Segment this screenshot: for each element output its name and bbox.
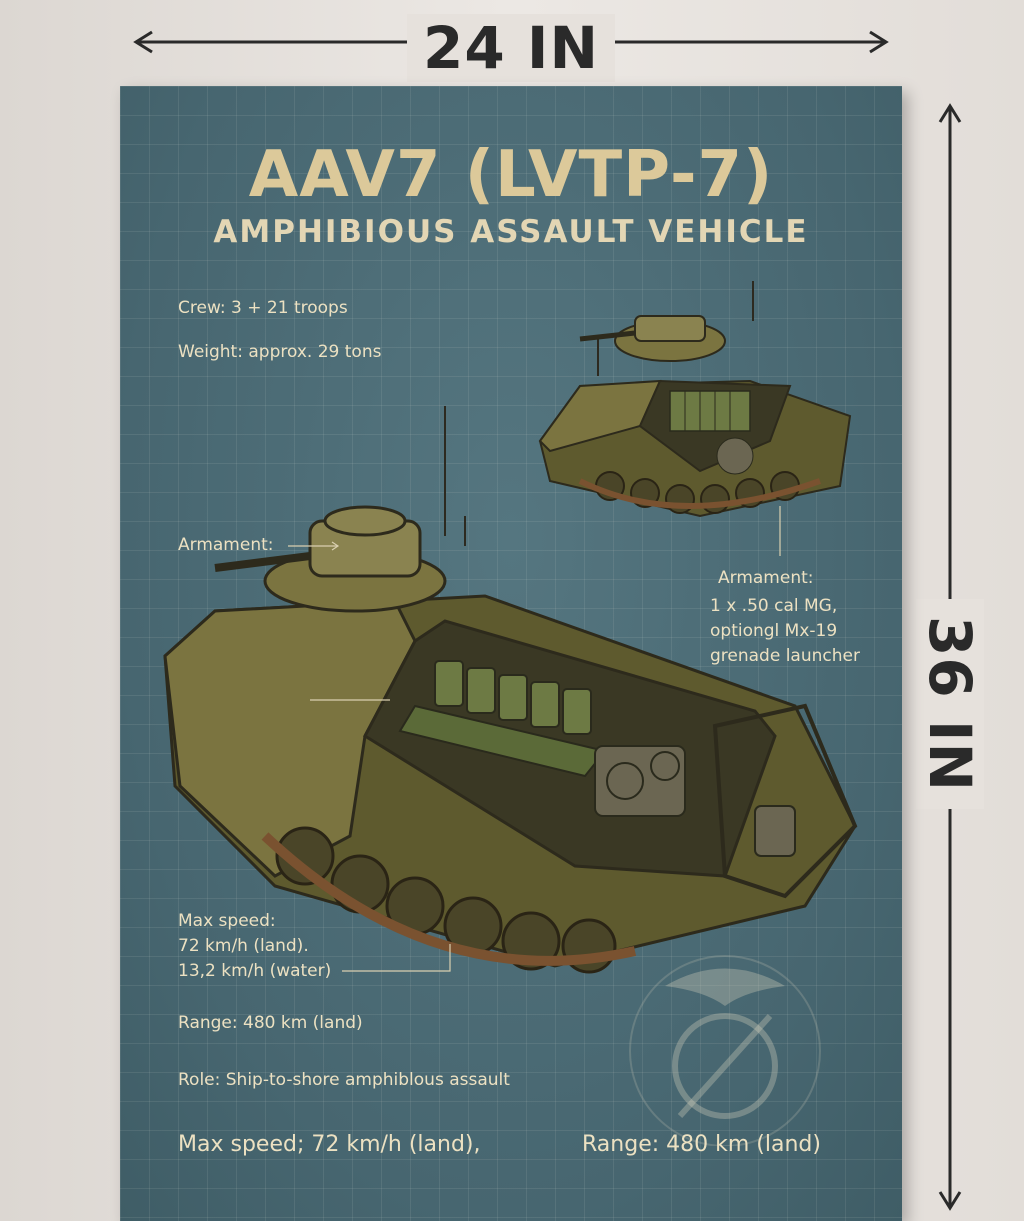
armament-right-line1: 1 x .50 cal MG, — [710, 596, 838, 616]
height-label: 36 IN — [916, 599, 984, 809]
footer-max-speed: Max speed; 72 km/h (land), — [178, 1132, 481, 1157]
width-dimension-marker: 24 IN — [130, 10, 892, 82]
armament-left-label: Armament: — [178, 535, 274, 555]
role-spec: Role: Ship-to-shore amphiblous assault — [178, 1070, 510, 1090]
large-vehicle-illustration — [163, 406, 858, 974]
armament-right-line2: optiongl Mx-19 — [710, 621, 838, 641]
small-vehicle-illustration — [538, 281, 852, 518]
poster: AAV7 (LVTP-7) AMPHIBIOUS ASSAULT VEHICLE — [120, 86, 902, 1221]
armament-right-line3: grenade launcher — [710, 646, 860, 666]
poster-subtitle: AMPHIBIOUS ASSAULT VEHICLE — [213, 214, 809, 250]
max-speed-land: 72 km/h (land). — [178, 936, 309, 956]
footer-range: Range: 480 km (land) — [582, 1132, 821, 1157]
range-spec: Range: 480 km (land) — [178, 1013, 363, 1033]
height-dimension-marker: 36 IN — [910, 100, 990, 1215]
max-speed-label: Max speed: — [178, 911, 276, 931]
annotation-leaders — [288, 506, 781, 972]
emblem-logo — [629, 955, 821, 1146]
weight-spec: Weight: approx. 29 tons — [178, 342, 382, 362]
max-speed-water: 13,2 km/h (water) — [178, 961, 332, 981]
armament-right-label: Armament: — [718, 568, 814, 588]
poster-title: AAV7 (LVTP-7) — [248, 138, 774, 212]
width-label: 24 IN — [406, 14, 616, 82]
crew-spec: Crew: 3 + 21 troops — [178, 298, 348, 318]
